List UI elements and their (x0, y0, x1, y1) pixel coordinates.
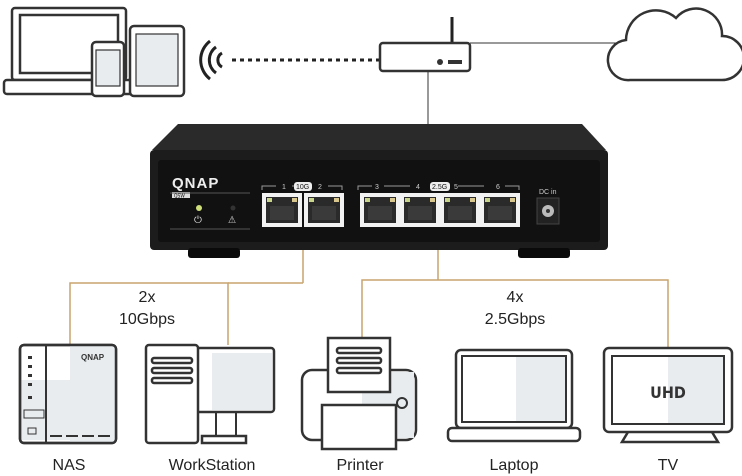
nas-icon: QNAP (18, 343, 118, 445)
device-label-workstation: WorkStation (169, 457, 256, 474)
switch-series: QSW (174, 194, 185, 200)
device-label-laptop: Laptop (490, 457, 539, 474)
switch-brand: QNAP (172, 175, 219, 192)
laptop-icon (446, 348, 582, 443)
network-switch: QNAP QSW ⏻ ⚠ 1 10G 2 3 4 2.5G 5 6 DC in (150, 124, 608, 258)
connection-lines (69, 250, 669, 348)
dc-in-label: DC in (539, 189, 557, 196)
printer-icon (300, 336, 418, 451)
ethernet-port-4 (400, 193, 440, 227)
ethernet-port-5 (440, 193, 480, 227)
port-label-5: 5 (454, 184, 458, 191)
tablet-icon (128, 24, 186, 98)
workstation-icon (144, 343, 276, 445)
tv-icon: UHD (602, 346, 734, 444)
speed-badge-10g: 10G (296, 184, 309, 191)
group-2-5g-speed: 2.5Gbps (485, 311, 545, 328)
ethernet-port-1 (262, 193, 302, 227)
port-label-4: 4 (416, 184, 420, 191)
group-10g-speed: 10Gbps (119, 311, 175, 328)
group-10g-count: 2x (139, 289, 156, 306)
ethernet-port-3 (360, 193, 400, 227)
power-icon: ⏻ (194, 215, 202, 226)
power-led (196, 205, 202, 211)
phone-icon (90, 40, 126, 98)
router-icon (378, 17, 472, 73)
ethernet-port-2 (304, 193, 344, 227)
port-label-2: 2 (318, 184, 322, 191)
port-label-1: 1 (282, 184, 286, 191)
device-label-printer: Printer (336, 457, 384, 474)
group-2-5g-count: 4x (507, 289, 524, 306)
tv-uhd-label: UHD (650, 383, 686, 402)
port-label-6: 6 (496, 184, 500, 191)
ethernet-port-6 (480, 193, 520, 227)
speed-badge-2-5g: 2.5G (432, 184, 447, 191)
nas-brand: QNAP (81, 353, 105, 362)
warning-icon: ⚠ (228, 215, 236, 226)
device-label-nas: NAS (53, 457, 86, 474)
port-label-3: 3 (375, 184, 379, 191)
cloud-icon (606, 7, 742, 82)
device-label-tv: TV (658, 457, 679, 474)
wifi-icon (199, 39, 223, 81)
